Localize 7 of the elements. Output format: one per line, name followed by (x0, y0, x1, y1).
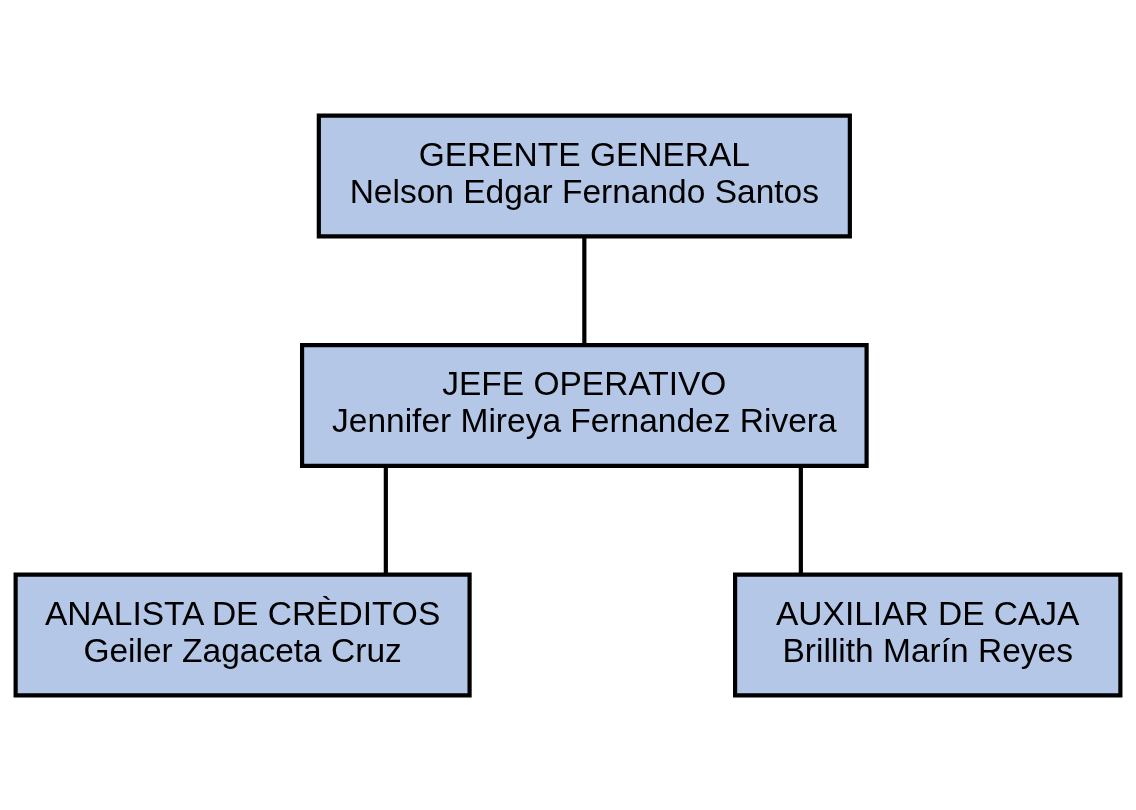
connector (383, 465, 388, 575)
connector (798, 465, 803, 575)
node-box: GERENTE GENERAL Nelson Edgar Fernando Santos (316, 113, 852, 238)
node-box: AUXILIAR DE CAJA Brillith Marín Reyes (733, 572, 1123, 697)
node-box: ANALISTA DE CRÈDITOS Geiler Zagaceta Cruz (13, 572, 472, 697)
connector (582, 236, 587, 345)
node-box: JEFE OPERATIVO Jennifer Mireya Fernandez Rivera (299, 342, 869, 468)
